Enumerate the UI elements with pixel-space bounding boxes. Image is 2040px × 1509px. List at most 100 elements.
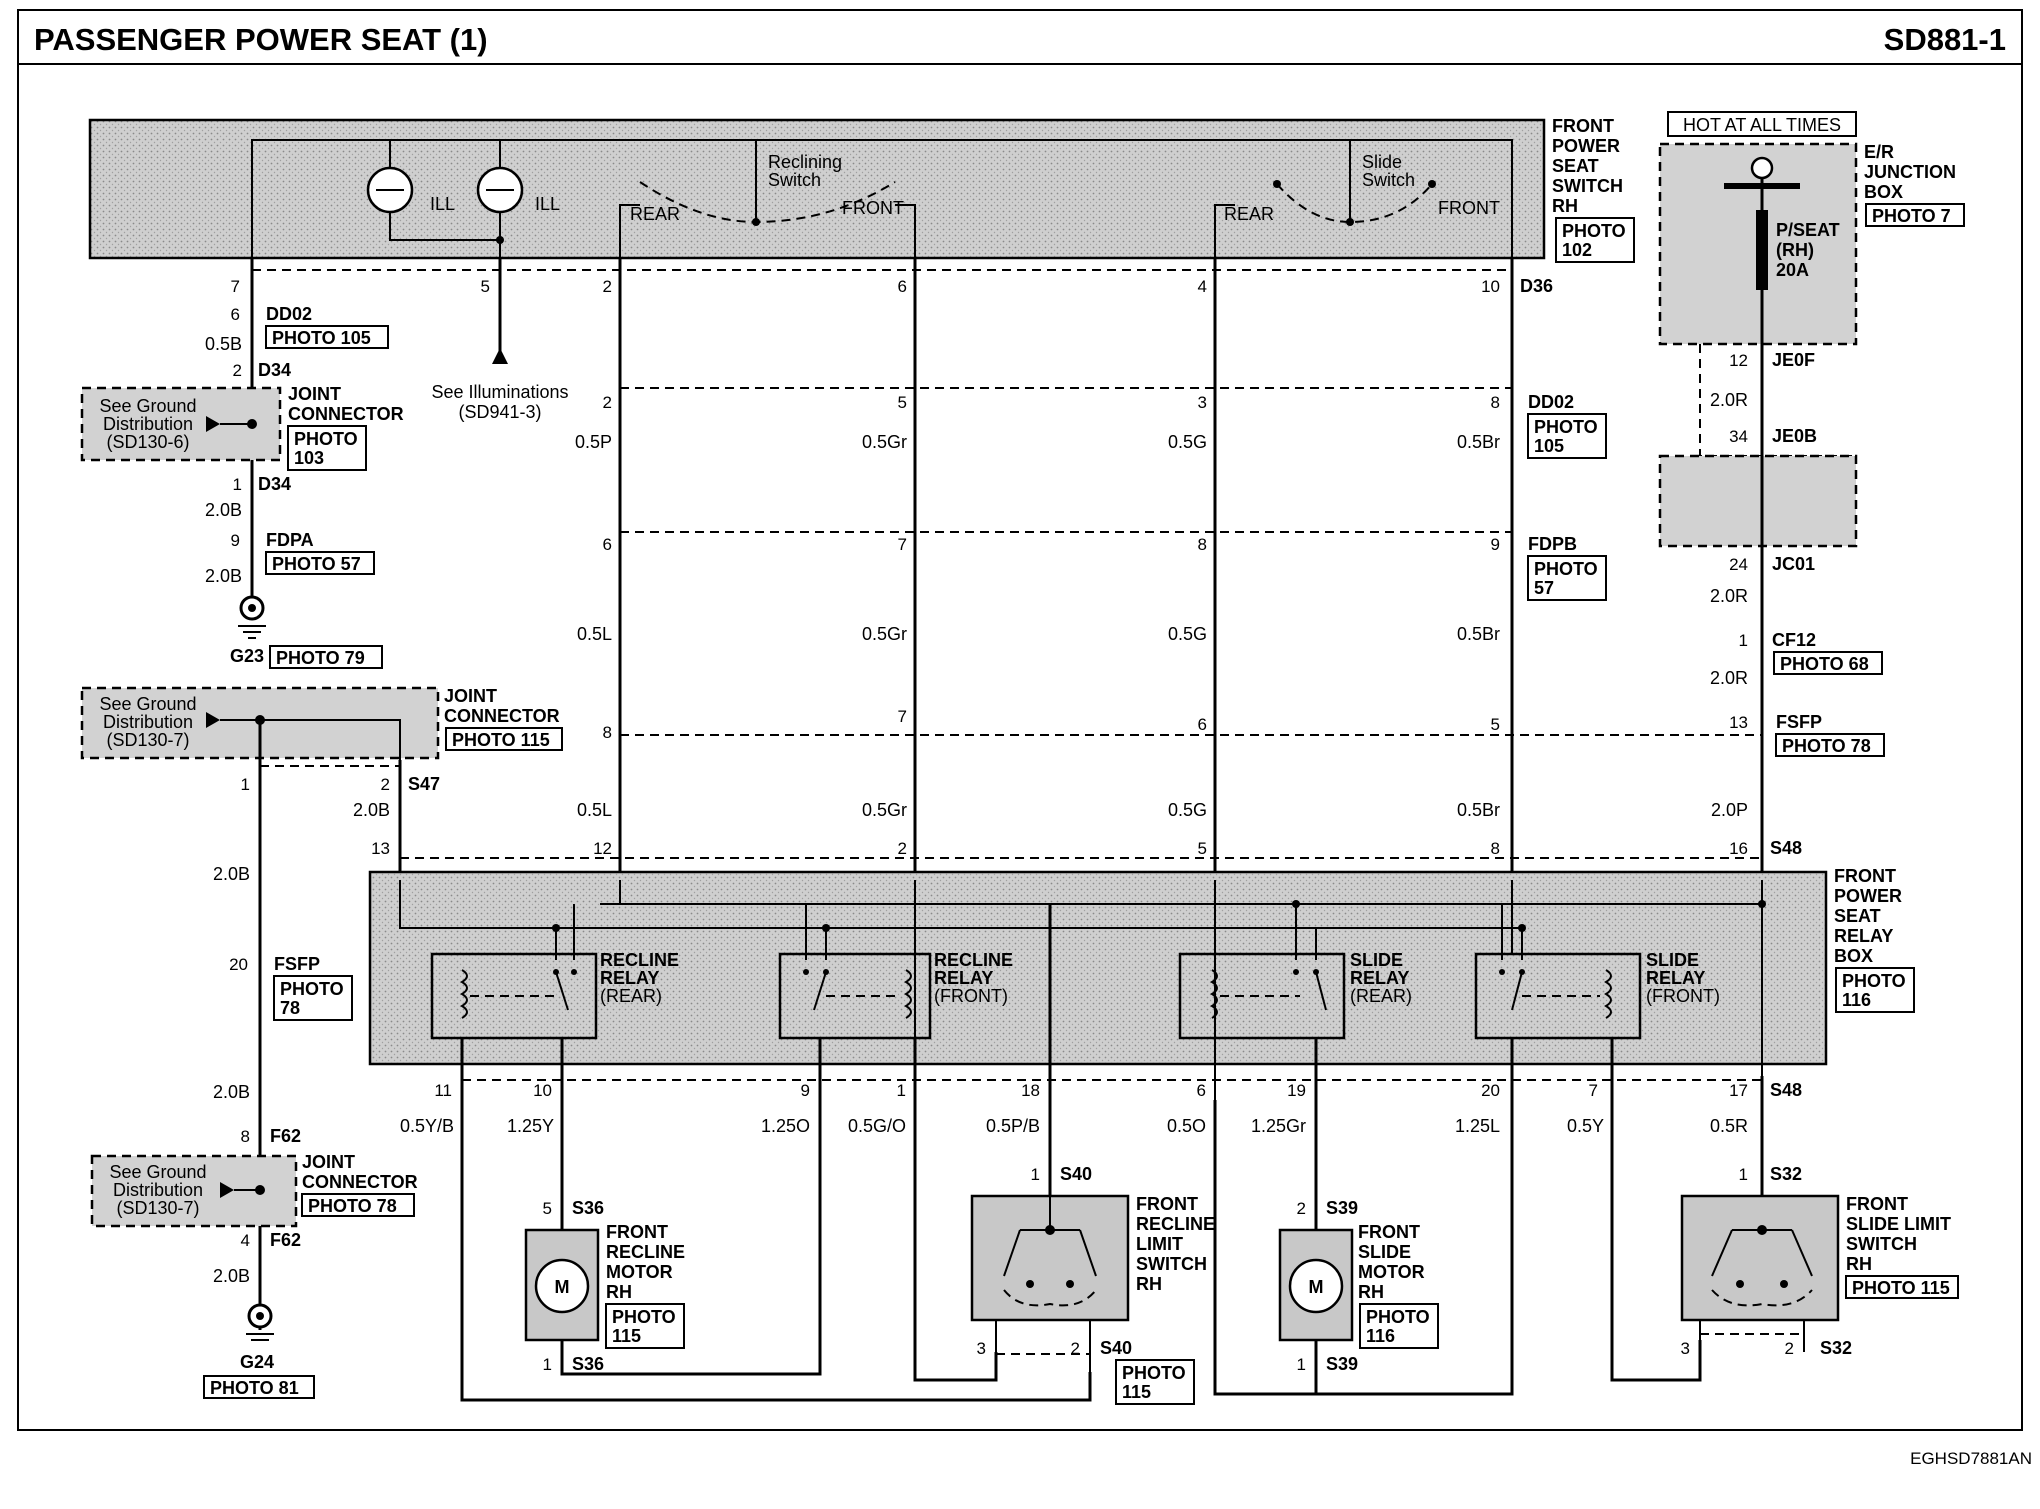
svg-text:16: 16 xyxy=(1729,839,1748,858)
ill-label-2: ILL xyxy=(535,194,560,214)
svg-text:RH: RH xyxy=(1358,1282,1384,1302)
svg-text:5: 5 xyxy=(543,1199,552,1218)
svg-text:0.5P: 0.5P xyxy=(575,432,612,452)
svg-text:S32: S32 xyxy=(1770,1164,1802,1184)
d36-pins: 7 5 2 6 4 10 D36 xyxy=(231,276,1554,296)
svg-text:E/R: E/R xyxy=(1864,142,1894,162)
svg-text:10: 10 xyxy=(1481,277,1500,296)
svg-text:POWER: POWER xyxy=(1834,886,1902,906)
svg-text:PHOTO 115: PHOTO 115 xyxy=(452,730,550,750)
svg-text:PHOTO 78: PHOTO 78 xyxy=(308,1196,397,1216)
svg-text:0.5G: 0.5G xyxy=(1168,432,1207,452)
svg-text:1.25L: 1.25L xyxy=(1455,1116,1500,1136)
svg-text:M: M xyxy=(1309,1277,1324,1297)
svg-text:S36: S36 xyxy=(572,1198,604,1218)
svg-text:FRONT: FRONT xyxy=(1358,1222,1420,1242)
svg-text:5: 5 xyxy=(1198,839,1207,858)
svg-text:6: 6 xyxy=(231,305,240,324)
svg-text:SWITCH: SWITCH xyxy=(1846,1234,1917,1254)
svg-text:FDPB: FDPB xyxy=(1528,534,1577,554)
svg-text:RECLINE: RECLINE xyxy=(1136,1214,1215,1234)
svg-text:7: 7 xyxy=(898,707,907,726)
svg-text:RH: RH xyxy=(1552,196,1578,216)
svg-text:2.0B: 2.0B xyxy=(205,566,242,586)
slide-switch: Slide Switch REAR FRONT xyxy=(1214,140,1500,258)
svg-text:2: 2 xyxy=(1785,1339,1794,1358)
svg-text:6: 6 xyxy=(898,277,907,296)
svg-text:8: 8 xyxy=(1198,535,1207,554)
svg-text:SLIDE: SLIDE xyxy=(1358,1242,1411,1262)
svg-text:D34: D34 xyxy=(258,360,291,380)
svg-text:MOTOR: MOTOR xyxy=(606,1262,673,1282)
svg-text:(RH): (RH) xyxy=(1776,240,1814,260)
svg-text:13: 13 xyxy=(1729,713,1748,732)
svg-text:RELAY: RELAY xyxy=(1350,968,1409,988)
svg-text:Distribution: Distribution xyxy=(103,712,193,732)
svg-text:RELAY: RELAY xyxy=(934,968,993,988)
svg-text:24: 24 xyxy=(1729,555,1748,574)
svg-text:2.0B: 2.0B xyxy=(353,800,390,820)
svg-text:2: 2 xyxy=(603,277,612,296)
svg-text:2: 2 xyxy=(1071,1339,1080,1358)
svg-text:2.0P: 2.0P xyxy=(1711,800,1748,820)
svg-text:1: 1 xyxy=(1739,631,1748,650)
svg-text:9: 9 xyxy=(801,1081,810,1100)
svg-text:8: 8 xyxy=(603,723,612,742)
svg-text:17: 17 xyxy=(1729,1081,1748,1100)
wire-05o xyxy=(1213,1100,1514,1396)
svg-text:D34: D34 xyxy=(258,474,291,494)
svg-text:1: 1 xyxy=(897,1081,906,1100)
svg-text:1: 1 xyxy=(1031,1165,1040,1184)
svg-text:18: 18 xyxy=(1021,1081,1040,1100)
svg-text:1: 1 xyxy=(1739,1165,1748,1184)
svg-text:F62: F62 xyxy=(270,1126,301,1146)
svg-text:PHOTO: PHOTO xyxy=(1534,417,1598,437)
svg-text:12: 12 xyxy=(1729,351,1748,370)
svg-text:1: 1 xyxy=(1297,1355,1306,1374)
svg-text:1.25O: 1.25O xyxy=(761,1116,810,1136)
svg-text:PHOTO 78: PHOTO 78 xyxy=(1782,736,1871,756)
hot-at-all-times xyxy=(1667,111,1857,137)
svg-text:8: 8 xyxy=(1491,839,1500,858)
svg-text:S47: S47 xyxy=(408,774,440,794)
svg-text:Switch: Switch xyxy=(1362,170,1415,190)
wire-05yb xyxy=(460,1038,1092,1402)
svg-text:0.5G: 0.5G xyxy=(1168,800,1207,820)
svg-text:JOINT: JOINT xyxy=(302,1152,355,1172)
svg-text:FRONT: FRONT xyxy=(1834,866,1896,886)
svg-text:5: 5 xyxy=(1491,715,1500,734)
svg-text:S39: S39 xyxy=(1326,1198,1358,1218)
svg-text:(SD941-3): (SD941-3) xyxy=(458,402,541,422)
svg-text:PHOTO 115: PHOTO 115 xyxy=(1852,1278,1950,1298)
svg-text:0.5L: 0.5L xyxy=(577,800,612,820)
svg-text:BOX: BOX xyxy=(1864,182,1903,202)
seat-switch-labels: FRONT POWER SEAT SWITCH RH PHOTO 102 xyxy=(1552,116,1635,263)
svg-text:REAR: REAR xyxy=(1224,204,1274,224)
svg-text:2.0B: 2.0B xyxy=(213,864,250,884)
svg-text:REAR: REAR xyxy=(630,204,680,224)
svg-text:1: 1 xyxy=(233,475,242,494)
svg-text:2: 2 xyxy=(1297,1199,1306,1218)
svg-text:0.5L: 0.5L xyxy=(577,624,612,644)
svg-text:Distribution: Distribution xyxy=(103,414,193,434)
wire-05y xyxy=(1610,1038,1702,1382)
relay-slide-rear: SLIDE RELAY (REAR) xyxy=(1178,900,1412,1040)
svg-text:RH: RH xyxy=(606,1282,632,1302)
svg-text:20: 20 xyxy=(229,955,248,974)
fuse-psear-rh xyxy=(1756,210,1768,290)
wire-125o xyxy=(560,1038,822,1376)
svg-text:CF12: CF12 xyxy=(1772,630,1816,650)
svg-text:(REAR): (REAR) xyxy=(600,986,662,1006)
svg-text:13: 13 xyxy=(371,839,390,858)
svg-text:10: 10 xyxy=(533,1081,552,1100)
svg-text:Reclining: Reclining xyxy=(768,152,842,172)
ground-g24: G24 PHOTO 81 xyxy=(203,1303,315,1399)
svg-text:P/SEAT: P/SEAT xyxy=(1776,220,1840,240)
svg-text:3: 3 xyxy=(977,1339,986,1358)
svg-text:PHOTO 79: PHOTO 79 xyxy=(276,648,365,668)
front-slide-limit-switch xyxy=(1680,1194,1840,1322)
svg-text:SEAT: SEAT xyxy=(1552,156,1599,176)
svg-text:0.5B: 0.5B xyxy=(205,334,242,354)
svg-text:See Ground: See Ground xyxy=(99,396,196,416)
